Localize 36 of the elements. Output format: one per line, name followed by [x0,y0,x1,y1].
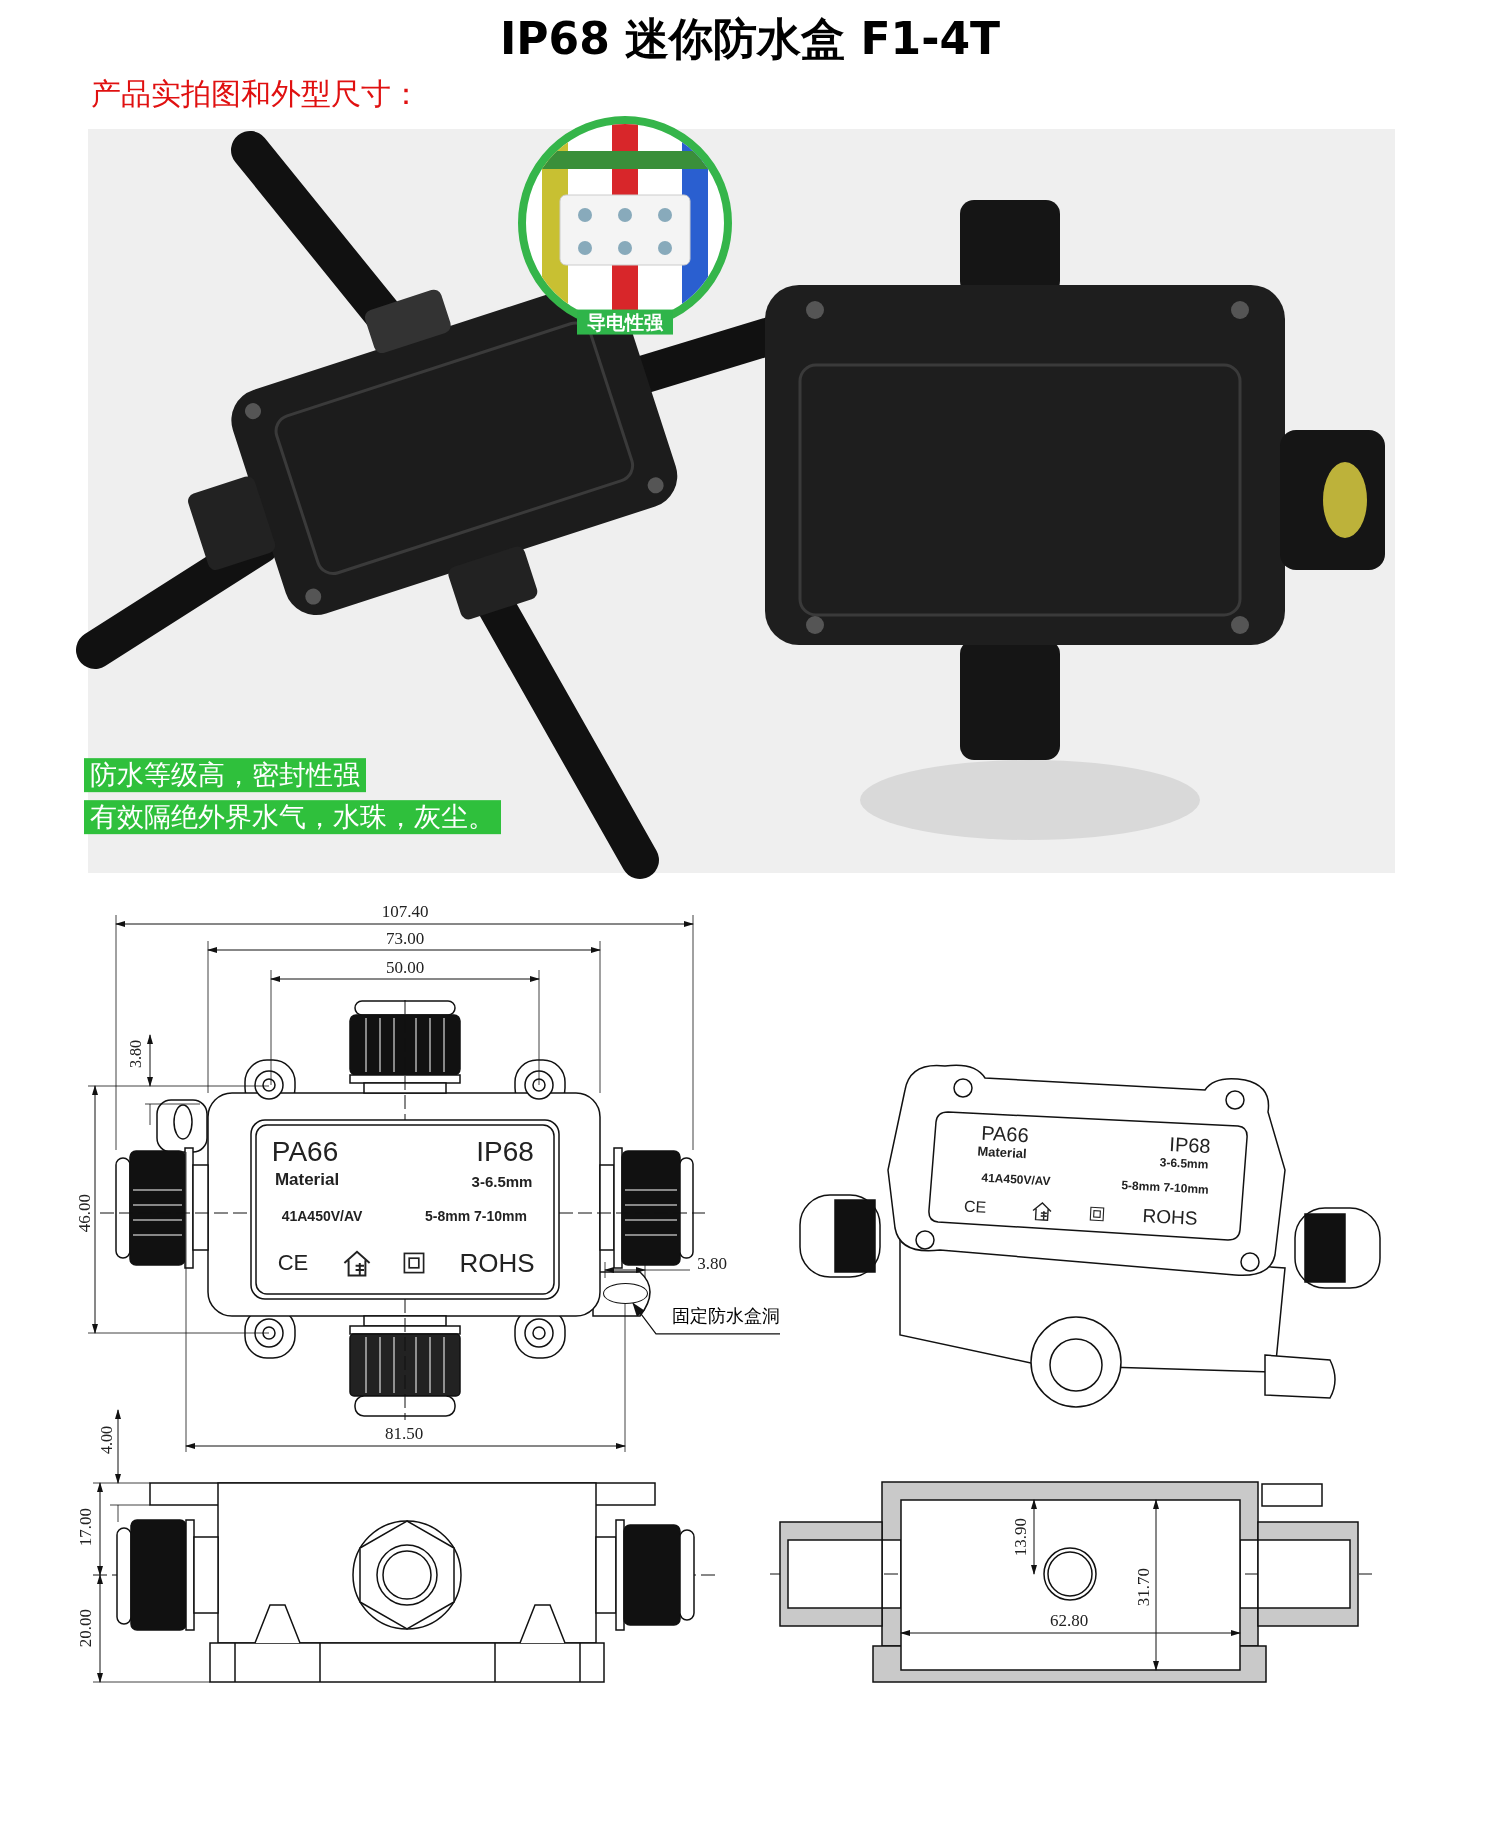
dimension-value: 31.70 [1134,1567,1154,1607]
plate-text: 3-6.5mm [1159,1156,1209,1172]
dimension-value: 62.80 [1049,1611,1089,1631]
plate-text: Material [977,1144,1027,1162]
feature-banner: 防水等级高，密封性强 [84,758,366,792]
callout-text: 固定防水盒洞 [672,1306,780,1334]
dimension-value: 46.00 [75,1193,95,1233]
certification-mark: CE [277,1250,309,1276]
section-heading: 产品实拍图和外型尺寸： [91,76,421,110]
plate-text: 5-8mm 7-10mm [425,1209,527,1225]
plate-text: 41A450V/AV [981,1171,1051,1189]
dimension-value: 20.00 [76,1608,96,1648]
dimension-value: 107.40 [381,902,429,922]
dimension-value: 50.00 [385,958,425,978]
plate-text: ROHS [1142,1206,1198,1230]
dimension-value: 3.80 [697,1254,727,1274]
plate-text: PA66 [980,1121,1030,1147]
dimension-value: 13.90 [1011,1517,1031,1557]
dimension-value: 17.00 [76,1507,96,1547]
plate-text: PA66 [271,1136,339,1168]
plate-text: 41A450V/AV [281,1209,363,1225]
inset-caption: 导电性强 [577,309,673,335]
title: IP68 迷你防水盒 F1-4T [498,12,1002,66]
dimension-value: 3.80 [127,1040,145,1068]
dimension-value: 73.00 [385,929,425,949]
plate-text: 3-6.5mm [471,1173,533,1191]
feature-banner: 有效隔绝外界水气，水珠，灰尘。 [84,800,501,834]
certification-mark: CE [963,1197,987,1217]
plate-text: 5-8mm 7-10mm [1121,1179,1209,1197]
leader-line [632,1302,781,1335]
plate-text: ROHS [459,1248,535,1278]
plate-text: IP68 [476,1136,534,1168]
plate-text: IP68 [1168,1132,1212,1158]
dimension-value: 81.50 [384,1424,424,1444]
dimension-value: 4.00 [98,1426,116,1454]
plate-text: Material [274,1170,340,1190]
